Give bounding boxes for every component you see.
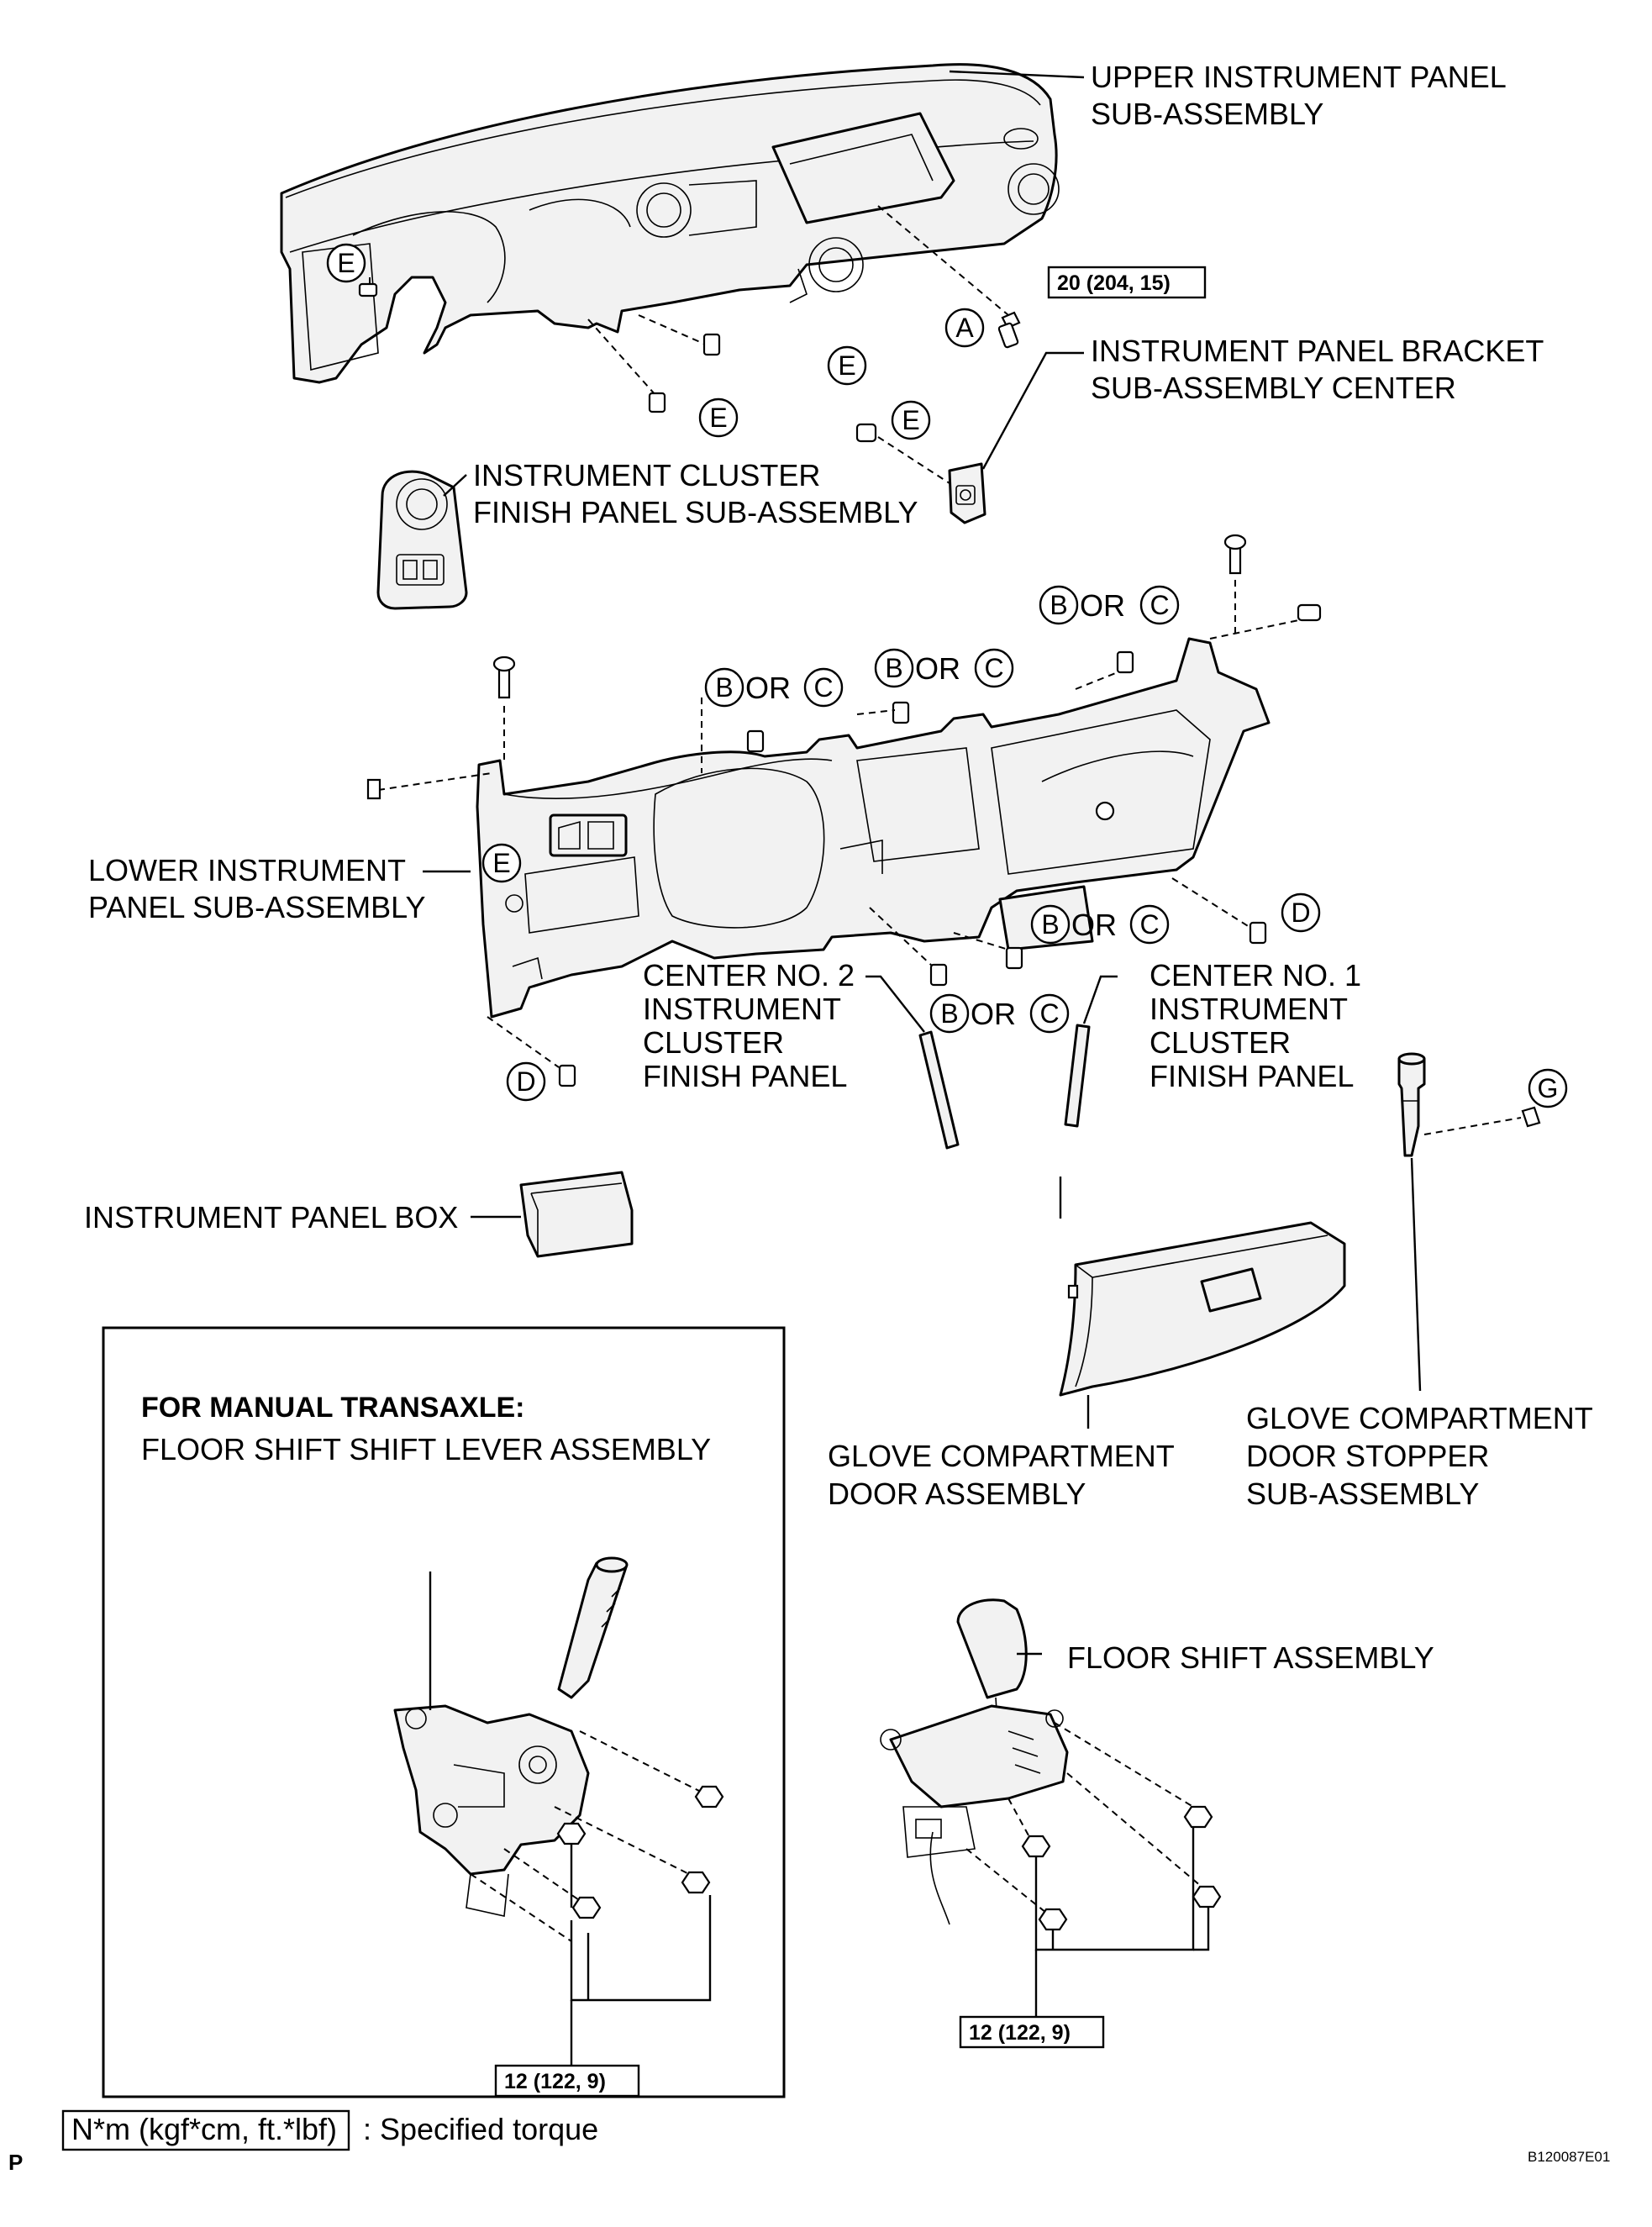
svg-text:OR: OR xyxy=(915,651,960,686)
label-upper-panel-1: UPPER INSTRUMENT PANEL xyxy=(1091,60,1507,94)
callout-b-or-c-4: B OR C xyxy=(1030,904,1170,945)
manual-transaxle-frame xyxy=(102,1326,786,2098)
callout-e-4: E xyxy=(891,400,931,440)
callout-d-2: D xyxy=(506,1061,546,1102)
svg-text:E: E xyxy=(492,848,510,878)
label-center-no2-2: INSTRUMENT xyxy=(643,992,841,1026)
center-finish-panels-drawing xyxy=(918,1024,1091,1150)
glove-stopper-drawing xyxy=(1397,1052,1541,1157)
label-lower-panel-2: PANEL SUB-ASSEMBLY xyxy=(88,890,425,924)
label-glove-door-1: GLOVE COMPARTMENT xyxy=(828,1439,1175,1473)
callout-b-or-c-3: B OR C xyxy=(704,667,844,708)
label-center-no1-3: CLUSTER xyxy=(1150,1025,1291,1060)
label-glove-door-2: DOOR ASSEMBLY xyxy=(828,1477,1086,1511)
label-center-no2-3: CLUSTER xyxy=(643,1025,784,1060)
label-center-no2-4: FINISH PANEL xyxy=(643,1059,847,1093)
label-panel-box: INSTRUMENT PANEL BOX xyxy=(84,1200,458,1235)
label-cluster-finish-2: FINISH PANEL SUB-ASSEMBLY xyxy=(473,495,918,529)
label-lower-panel-1: LOWER INSTRUMENT xyxy=(88,853,406,887)
svg-text:D: D xyxy=(516,1066,535,1097)
svg-text:20 (204, 15): 20 (204, 15) xyxy=(1057,271,1171,295)
upper-panel-fasteners xyxy=(358,205,1021,484)
figure-reference: B120087E01 xyxy=(1528,2149,1610,2165)
label-center-no1-4: FINISH PANEL xyxy=(1150,1059,1354,1093)
label-center-no1-1: CENTER NO. 1 xyxy=(1150,958,1361,992)
svg-text:B: B xyxy=(885,653,902,683)
callout-e-3: E xyxy=(698,397,739,438)
lower-panel-fasteners xyxy=(366,534,1322,1087)
svg-text:OR: OR xyxy=(1080,588,1125,623)
manual-transaxle-heading: FOR MANUAL TRANSAXLE: xyxy=(141,1392,524,1424)
torque-box-upper: 20 (204, 15) xyxy=(1047,266,1207,299)
label-bracket-center-2: SUB-ASSEMBLY CENTER xyxy=(1091,371,1456,405)
glove-door-drawing xyxy=(1059,1221,1346,1397)
svg-text:OR: OR xyxy=(745,671,791,705)
callout-b-or-c-1: B OR C xyxy=(1039,585,1180,625)
cluster-finish-panel-drawing xyxy=(376,470,468,610)
svg-text:G: G xyxy=(1538,1073,1559,1103)
torque-legend: N*m (kgf*cm, ft.*lbf) : Specified torque… xyxy=(8,2109,598,2175)
svg-text:C: C xyxy=(1139,909,1159,940)
callout-e-1: E xyxy=(326,243,366,283)
label-glove-stopper-1: GLOVE COMPARTMENT xyxy=(1246,1401,1593,1435)
svg-text:E: E xyxy=(709,403,727,433)
svg-text:E: E xyxy=(902,405,919,435)
svg-text:B: B xyxy=(1050,590,1067,620)
floor-shift-nuts xyxy=(965,1722,1222,2017)
svg-text:P: P xyxy=(8,2150,23,2175)
upper-instrument-panel-drawing xyxy=(280,63,1060,384)
svg-text:E: E xyxy=(337,248,355,278)
label-bracket-center-1: INSTRUMENT PANEL BRACKET xyxy=(1091,334,1544,368)
label-upper-panel-2: SUB-ASSEMBLY xyxy=(1091,97,1323,131)
label-center-no1-2: INSTRUMENT xyxy=(1150,992,1348,1026)
svg-text:C: C xyxy=(1150,590,1169,620)
svg-text:C: C xyxy=(984,653,1003,683)
label-center-no2-1: CENTER NO. 2 xyxy=(643,958,855,992)
svg-text:N*m (kgf*cm, ft.*lbf): N*m (kgf*cm, ft.*lbf) xyxy=(71,2112,337,2146)
manual-lever-nuts xyxy=(429,1572,724,2067)
svg-text:A: A xyxy=(955,313,974,343)
svg-text:OR: OR xyxy=(1071,908,1117,942)
callout-d-1: D xyxy=(1281,892,1321,933)
label-cluster-finish-1: INSTRUMENT CLUSTER xyxy=(473,458,820,492)
label-manual-lever: FLOOR SHIFT SHIFT LEVER ASSEMBLY xyxy=(141,1432,711,1466)
torque-box-auto: 12 (122, 9) xyxy=(959,2015,1105,2049)
svg-text:: Specified torque: : Specified torque xyxy=(363,2112,598,2146)
label-glove-stopper-3: SUB-ASSEMBLY xyxy=(1246,1477,1479,1511)
panel-bracket-center-drawing xyxy=(948,462,986,524)
svg-text:OR: OR xyxy=(971,997,1016,1031)
svg-text:12 (122, 9): 12 (122, 9) xyxy=(969,2021,1071,2045)
manual-shift-lever-drawing xyxy=(393,1556,629,1917)
svg-text:C: C xyxy=(1039,998,1059,1029)
svg-text:B: B xyxy=(940,998,958,1029)
callout-a: A xyxy=(944,308,985,348)
callout-e-2: E xyxy=(827,345,867,386)
callout-b-or-c-2: B OR C xyxy=(874,648,1014,688)
svg-text:E: E xyxy=(838,350,855,381)
svg-text:B: B xyxy=(715,672,733,703)
torque-box-manual: 12 (122, 9) xyxy=(494,2064,640,2098)
svg-text:C: C xyxy=(813,672,833,703)
callout-e-5: E xyxy=(481,843,522,883)
floor-shift-drawing xyxy=(880,1598,1069,1925)
svg-text:D: D xyxy=(1291,898,1310,928)
label-glove-stopper-2: DOOR STOPPER xyxy=(1246,1439,1489,1473)
callout-g: G xyxy=(1528,1068,1568,1108)
leader-lines xyxy=(423,70,1422,1656)
callout-b-or-c-5: B OR C xyxy=(929,993,1070,1034)
svg-text:B: B xyxy=(1041,909,1059,940)
label-floor-shift: FLOOR SHIFT ASSEMBLY xyxy=(1067,1640,1434,1675)
instrument-panel-box-drawing xyxy=(519,1171,634,1258)
svg-text:12 (122, 9): 12 (122, 9) xyxy=(504,2070,606,2093)
